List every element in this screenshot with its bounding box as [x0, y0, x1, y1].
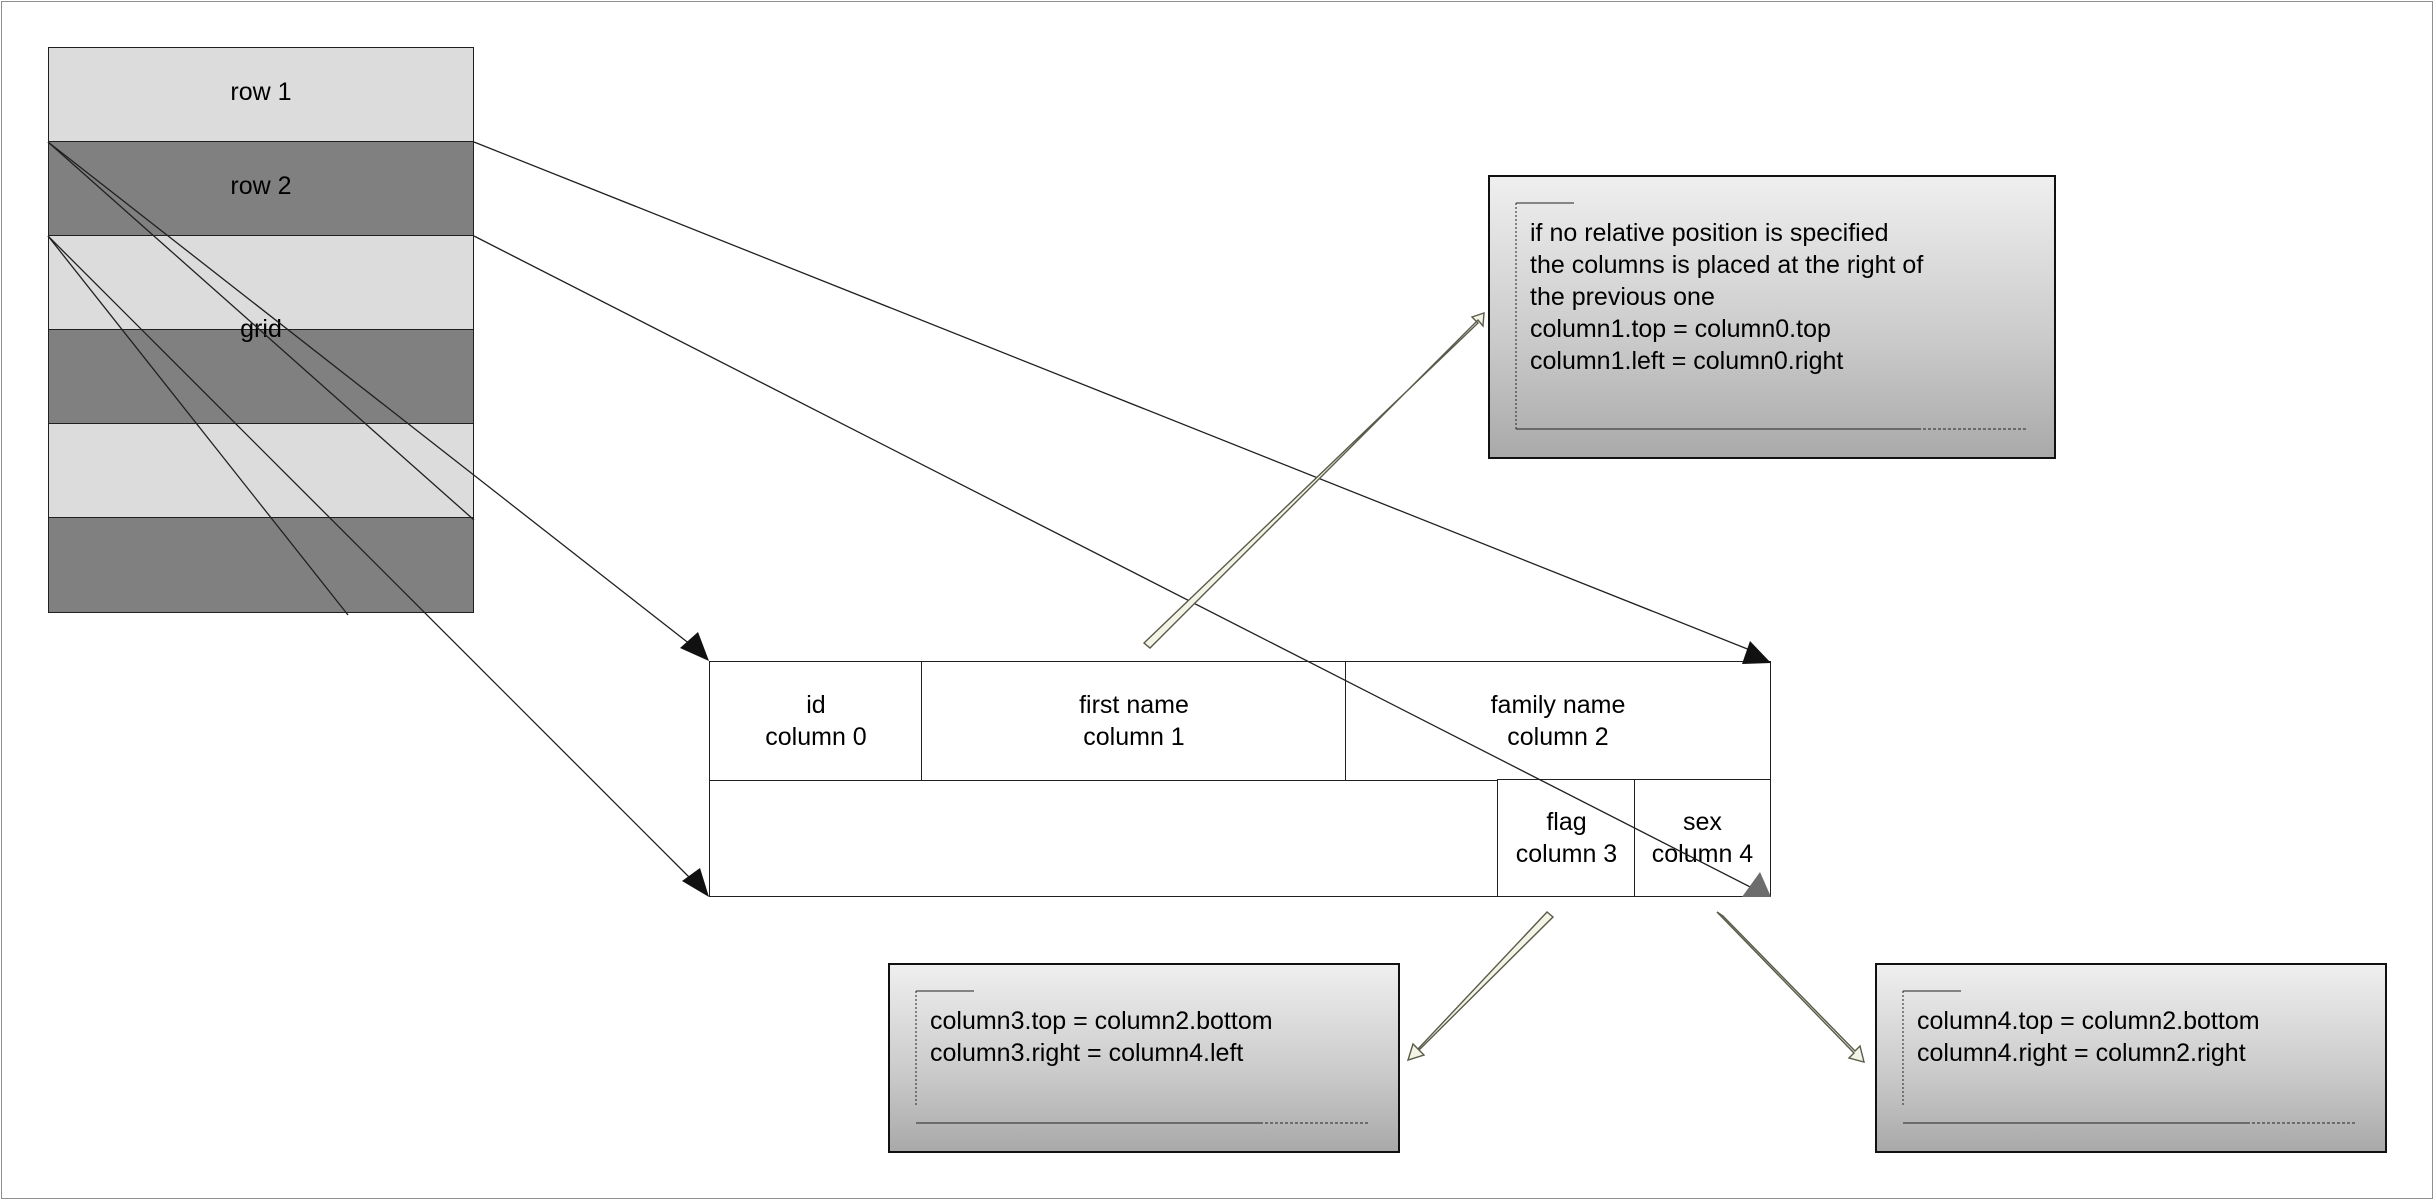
- note-ornament: [915, 990, 1370, 1124]
- note-line: column4.top = column2.bottom: [1917, 1007, 2260, 1035]
- block-arrow: [1716, 911, 1865, 1063]
- arrowhead: [1742, 641, 1771, 664]
- column-id: column 3: [1515, 840, 1618, 868]
- connector-line: [47, 235, 701, 889]
- arrowhead: [682, 868, 709, 897]
- note-ornament: [1902, 990, 2357, 1124]
- column-name: flag: [1546, 808, 1587, 836]
- note-line: column3.top = column2.bottom: [930, 1007, 1273, 1035]
- grid-row: [48, 329, 474, 425]
- note-bottom-left: column3.top = column2.bottom column3.rig…: [888, 963, 1400, 1153]
- connector-line: [473, 235, 1763, 894]
- grid-row-label: row 2: [230, 172, 292, 200]
- note-top: if no relative position is specified the…: [1488, 175, 2056, 459]
- grid-row: [48, 423, 474, 519]
- grid-row-label: row 1: [230, 78, 292, 106]
- note-line: the columns is placed at the right of: [1530, 251, 1924, 279]
- note-line: column1.left = column0.right: [1530, 347, 1844, 375]
- column-cell: first name column 1: [921, 661, 1347, 781]
- column-cell: flag column 3: [1497, 779, 1636, 897]
- grid-row: [48, 235, 474, 331]
- block-arrow: [1142, 312, 1485, 649]
- connector-line: [47, 141, 701, 653]
- column-id: column 0: [765, 723, 867, 751]
- column-name: sex: [1683, 808, 1722, 836]
- column-id: column 1: [1083, 723, 1185, 751]
- column-cell: id column 0: [709, 661, 923, 781]
- grid-stack: row 1 row 2: [48, 47, 474, 615]
- note-bottom-right: column4.top = column2.bottom column4.rig…: [1875, 963, 2387, 1153]
- column-name: first name: [1079, 691, 1189, 719]
- note-line: if no relative position is specified: [1530, 219, 1889, 247]
- column-name: family name: [1490, 691, 1626, 719]
- arrowhead: [680, 632, 709, 661]
- note-line: column4.right = column2.right: [1917, 1039, 2246, 1067]
- grid-row: [48, 517, 474, 613]
- note-line: column1.top = column0.top: [1530, 315, 1831, 343]
- column-cell: family name column 2: [1345, 661, 1771, 781]
- block-arrow: [1406, 911, 1555, 1062]
- column-id: column 2: [1507, 723, 1609, 751]
- connector-line: [473, 141, 1761, 655]
- note-line: column3.right = column4.left: [930, 1039, 1244, 1067]
- arrowhead: [1742, 872, 1771, 897]
- column-layout: id column 0 first name column 1 family nam…: [709, 661, 1771, 897]
- note-ornament: [1515, 202, 2028, 430]
- note-line: the previous one: [1530, 283, 1715, 311]
- column-name: id: [806, 691, 826, 719]
- grid-diagonal: [47, 235, 349, 616]
- grid-diagonal: [47, 141, 475, 521]
